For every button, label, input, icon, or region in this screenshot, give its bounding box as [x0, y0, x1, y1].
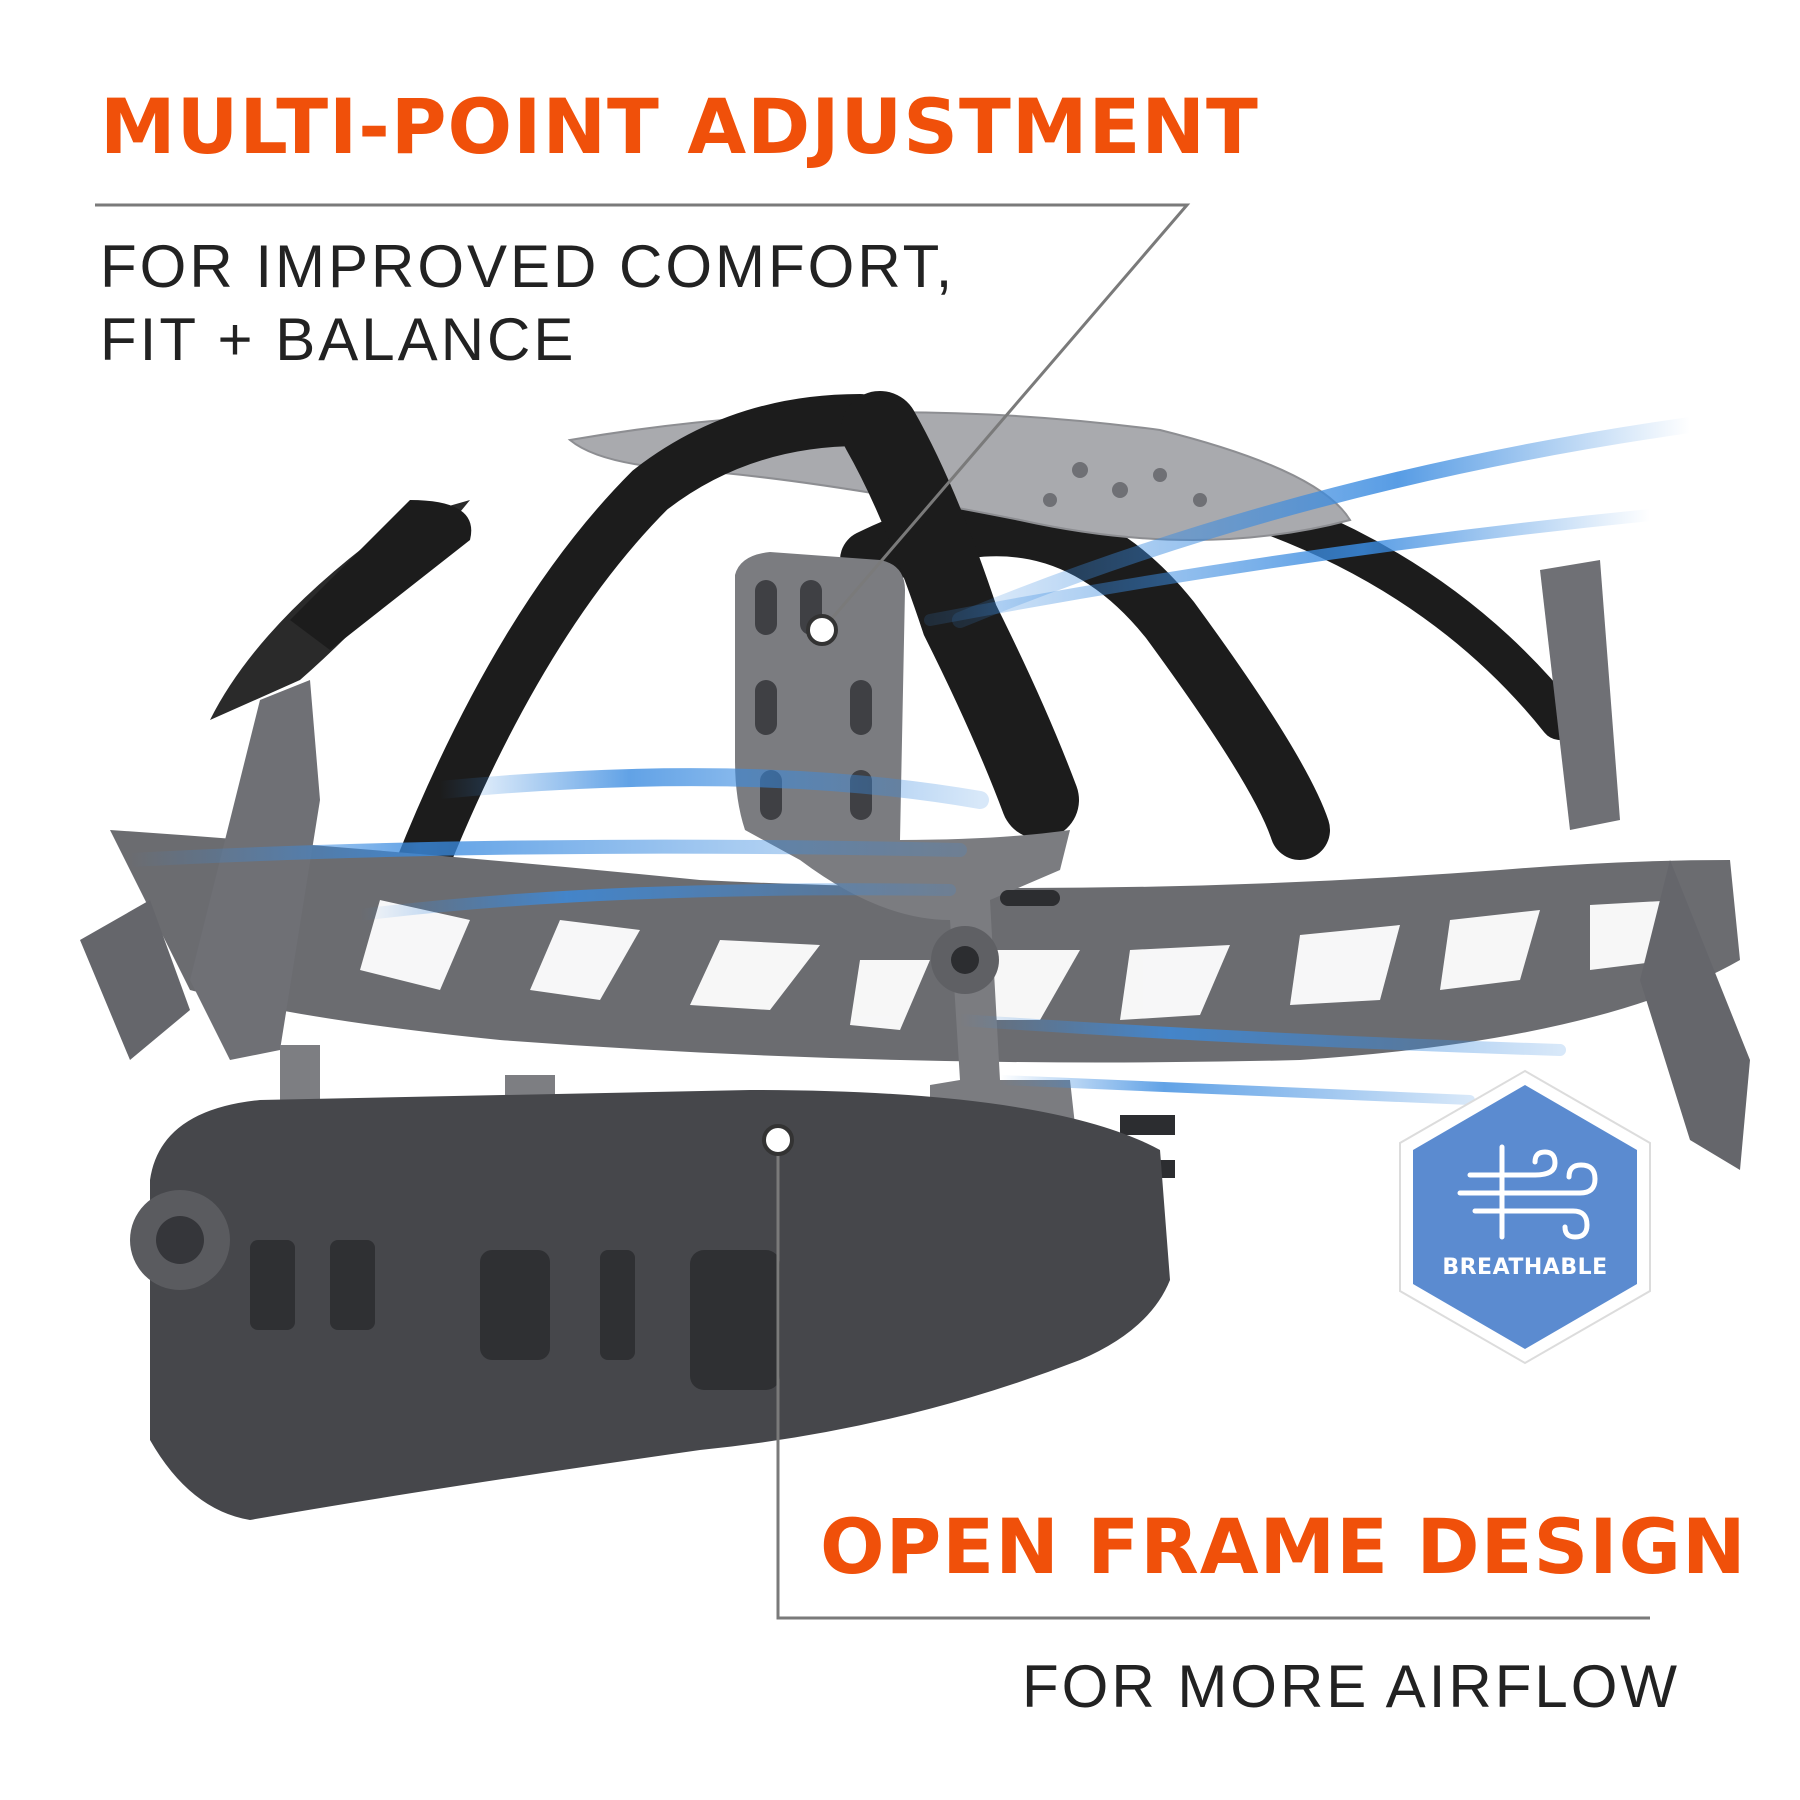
multi-point-adjustment-subtitle: FOR IMPROVED COMFORT, FIT + BALANCE — [100, 230, 955, 376]
open-frame-design-title: OPEN FRAME DESIGN — [820, 1502, 1747, 1591]
airflow-icon — [1457, 1144, 1598, 1240]
left-strap-tab — [210, 500, 472, 720]
callout-multi-point-line — [95, 203, 1191, 646]
nape-cradle — [130, 1090, 1170, 1520]
badge-hexagon — [1399, 1069, 1651, 1365]
callout-open-frame-line — [762, 1124, 1650, 1620]
multi-point-adjustment-title: MULTI-POINT ADJUSTMENT — [100, 82, 1259, 171]
subtitle-line-1: FOR IMPROVED COMFORT, — [100, 233, 956, 300]
right-bracket — [1540, 560, 1750, 1170]
open-frame-design-subtitle: FOR MORE AIRFLOW — [1022, 1653, 1681, 1720]
breathable-badge: BREATHABLE — [1395, 1067, 1655, 1367]
airflow-streaks — [123, 417, 1698, 1105]
badge-label: BREATHABLE — [1442, 1255, 1608, 1280]
subtitle-line-2: FIT + BALANCE — [100, 306, 577, 373]
